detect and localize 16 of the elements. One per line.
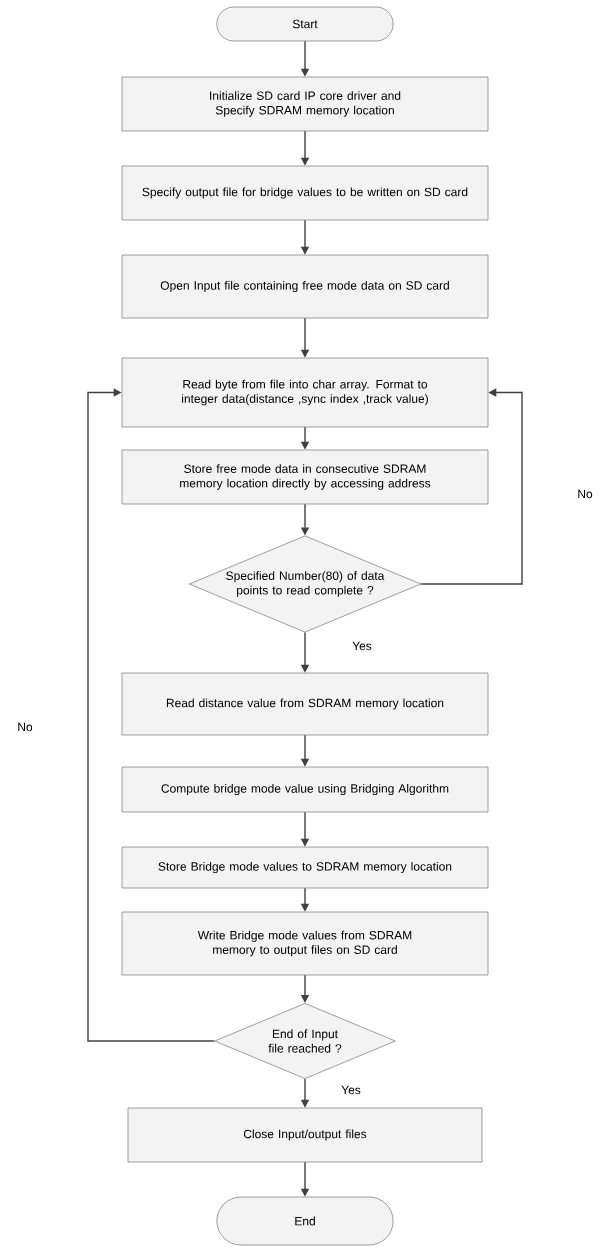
process-box: Open Input file containing free mode data on SD card	[121, 254, 489, 319]
edge-label: No	[576, 488, 594, 500]
edge-label: Yes	[351, 640, 373, 652]
process-box: Store Bridge mode values to SDRAM memory location	[121, 846, 489, 889]
process-box: Read byte from file into char array. Format to integer data(distance ,sync index ,track value)	[121, 357, 489, 428]
process-box: Initialize SD card IP core driver and Specify SDRAM memory location	[121, 76, 489, 132]
process-box: Read distance value from SDRAM memory location	[121, 672, 489, 736]
process-box: Store free mode data in consecutive SDRAM memory location directly by accessing address	[121, 449, 489, 505]
process-box: Write Bridge mode values from SDRAM memory to output files on SD card	[121, 911, 489, 976]
process-box: Close Input/output files	[127, 1107, 483, 1163]
edge-label: No	[16, 721, 34, 733]
arrow	[87, 388, 215, 1042]
process-box: Compute bridge mode value using Bridging Algorithm	[121, 766, 489, 813]
process-box: Specify output file for bridge values to be written on SD card	[121, 165, 489, 221]
arrow	[420, 388, 523, 585]
edge-label: Yes	[340, 1084, 362, 1096]
